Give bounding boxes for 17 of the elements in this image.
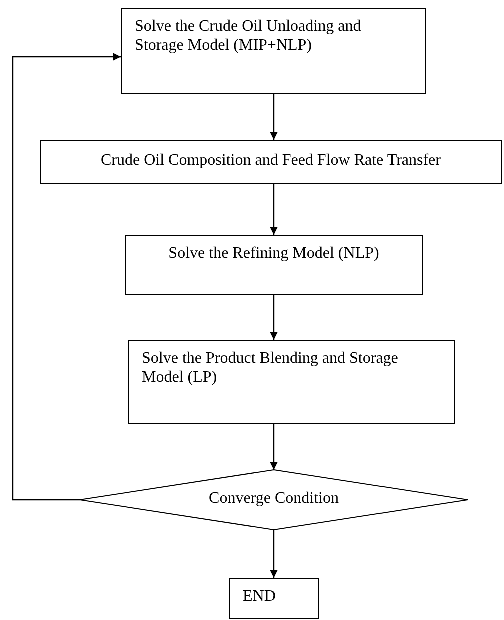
arrow [270, 424, 278, 470]
arrow [12, 53, 121, 501]
node-text: Converge Condition [209, 490, 339, 507]
arrow [270, 295, 278, 340]
arrow [270, 184, 278, 235]
process-box [40, 140, 502, 184]
node-text: END [243, 588, 276, 605]
node-text: Solve the Product Blending and Storage Model (LP) [142, 350, 398, 386]
arrow [270, 94, 278, 140]
arrow [270, 530, 278, 578]
process-box [128, 340, 455, 424]
process-box [125, 235, 423, 295]
process-box [121, 8, 426, 94]
process-box [229, 578, 319, 619]
node-text: Solve the Crude Oil Unloading and Storage Model (MIP+NLP) [135, 18, 362, 54]
node-text: Solve the Refining Model (NLP) [168, 245, 380, 262]
node-text: Crude Oil Composition and Feed Flow Rate Transfer [101, 152, 441, 169]
